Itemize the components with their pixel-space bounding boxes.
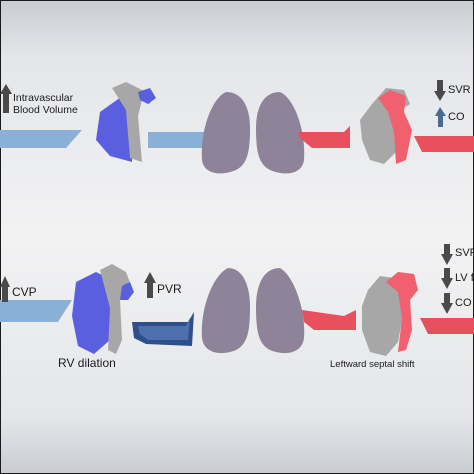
top-aorta [414, 136, 474, 152]
top-volume-up-arrow-icon [0, 84, 12, 113]
bottom-cvp-up-arrow-icon [0, 276, 10, 302]
bottom-pvr-up-arrow-icon [144, 272, 156, 298]
bottom-left-heart-icon [362, 272, 418, 356]
bottom-lv-down-arrow-icon [441, 268, 453, 289]
bottom-co-down-arrow-icon [441, 293, 453, 314]
top-volume-label-line1: Intravascular [13, 92, 74, 104]
top-lung-icon [201, 92, 305, 174]
top-venous-vessel [0, 130, 82, 148]
bottom-svr-down-arrow-icon [441, 244, 453, 265]
bottom-cvp-label: CVP [12, 285, 37, 299]
bottom-septal-shift-caption: Leftward septal shift [330, 359, 415, 370]
top-co-label: CO [448, 111, 465, 123]
bottom-pulmonary-vein [302, 310, 356, 330]
bottom-right-heart-icon [72, 264, 134, 354]
bottom-co-label: CO [455, 297, 472, 309]
top-right-heart-icon [96, 82, 156, 162]
bottom-lv-label: LV f [455, 272, 474, 284]
bottom-svr-label: SVR [455, 247, 474, 259]
top-volume-label-line2: Blood Volume [13, 104, 78, 116]
top-pulmonary-vein [298, 126, 350, 148]
top-left-heart-icon [360, 88, 412, 164]
top-co-up-arrow-icon [435, 107, 446, 127]
top-svr-down-arrow-icon [434, 80, 446, 101]
bottom-venous-vessel [0, 300, 72, 322]
bottom-aorta [420, 318, 474, 334]
top-pulmonary-artery [148, 120, 210, 148]
bottom-lung-icon [201, 268, 305, 354]
top-svr-label: SVR [448, 84, 471, 96]
bottom-rv-dilation-caption: RV dilation [58, 356, 116, 370]
bottom-pvr-label: PVR [157, 282, 182, 296]
